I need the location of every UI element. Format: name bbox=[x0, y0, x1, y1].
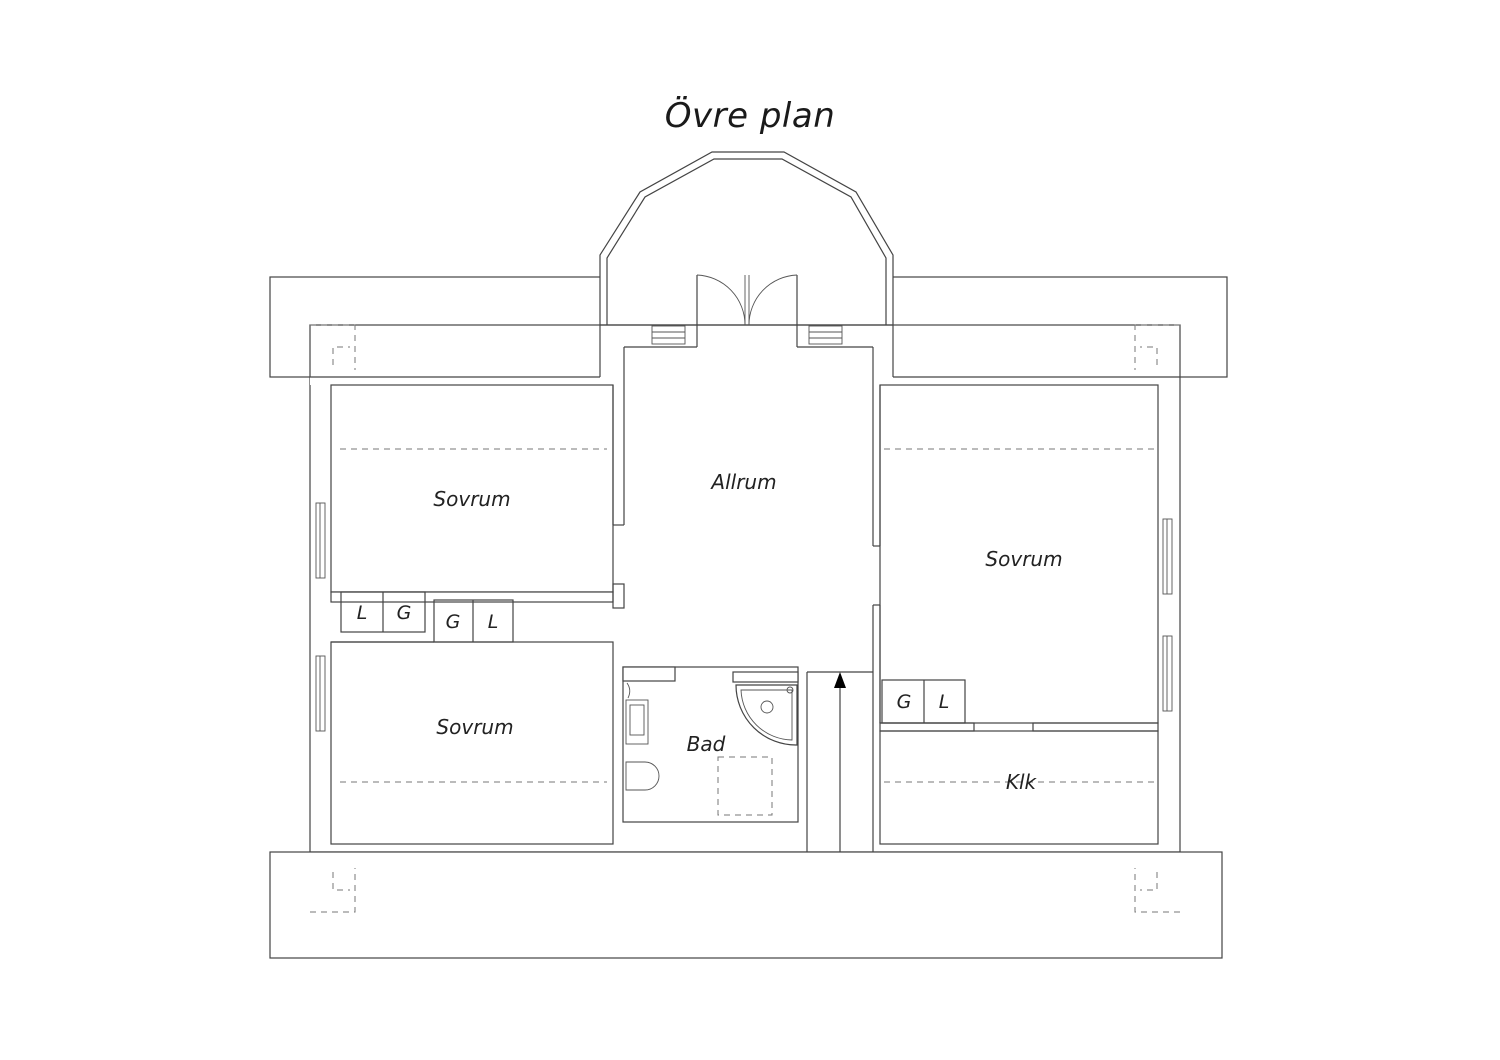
double-door bbox=[696, 274, 798, 347]
room-label-allrum: Allrum bbox=[711, 470, 777, 494]
sink bbox=[625, 682, 649, 745]
shower bbox=[735, 684, 798, 746]
closet-label: L bbox=[938, 691, 950, 713]
room-sovrum-bottom-left-wall bbox=[330, 641, 614, 845]
closet-label: L bbox=[487, 611, 499, 633]
room-bad-wall bbox=[622, 666, 799, 823]
bay-window bbox=[599, 151, 894, 325]
closet-label: G bbox=[896, 691, 912, 713]
window-left-top bbox=[315, 502, 326, 579]
stairs bbox=[806, 671, 873, 852]
room-sovrum-right-wall bbox=[879, 384, 1159, 724]
closet-label: L bbox=[356, 602, 368, 624]
room-label-klk: Klk bbox=[1005, 770, 1037, 794]
room-label-sovrum-top-left: Sovrum bbox=[433, 487, 511, 511]
closet-label: G bbox=[445, 611, 461, 633]
closet-label: G bbox=[396, 602, 412, 624]
window-right-bottom bbox=[1162, 635, 1173, 712]
window-dormer-left bbox=[651, 325, 686, 345]
window-dormer-right bbox=[808, 325, 843, 345]
room-label-sovrum-right: Sovrum bbox=[985, 547, 1063, 571]
roof-eave-bottom bbox=[269, 851, 1223, 959]
window-left-bottom bbox=[315, 655, 326, 732]
toilet bbox=[625, 761, 660, 791]
window-right-top bbox=[1162, 518, 1173, 595]
room-label-bad: Bad bbox=[686, 732, 726, 756]
room-klk-wall bbox=[879, 730, 1159, 845]
dashed-corner-marks bbox=[310, 324, 1180, 913]
room-label-sovrum-bottom-left: Sovrum bbox=[436, 715, 514, 739]
bath-dashed-area bbox=[717, 756, 773, 816]
plan-title: Övre plan bbox=[664, 96, 836, 136]
house-outer-wall bbox=[309, 324, 1181, 853]
